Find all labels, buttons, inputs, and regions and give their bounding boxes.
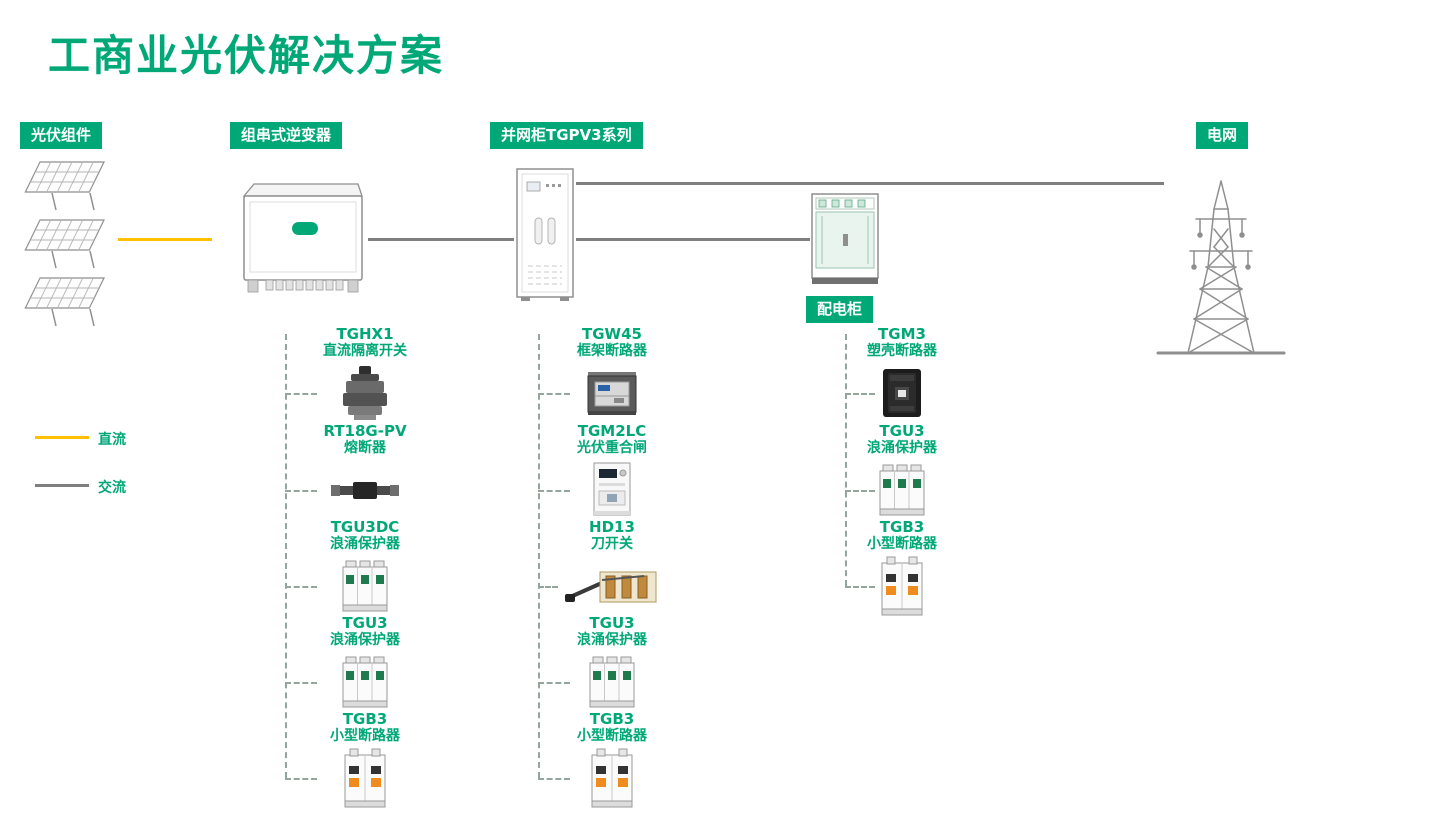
dashed-stub bbox=[538, 778, 570, 780]
dashed-stub bbox=[538, 490, 570, 492]
component-desc: 刀开关 bbox=[591, 536, 633, 552]
badge-power-grid: 电网 bbox=[1196, 122, 1249, 149]
dashed-stub bbox=[285, 393, 317, 395]
component-item-tgb3: TGB3 小型断路器 bbox=[547, 710, 677, 808]
surge-protector-icon bbox=[300, 653, 430, 711]
dashed-stub bbox=[285, 586, 317, 588]
dashed-stub bbox=[845, 586, 875, 588]
ac-line-cabinet-to-grid bbox=[576, 182, 1164, 185]
component-item-tghx1: TGHX1 直流隔离开关 bbox=[300, 326, 430, 422]
component-desc: 小型断路器 bbox=[577, 728, 647, 744]
component-model: TGB3 bbox=[879, 518, 925, 536]
string-inverter-illustration bbox=[238, 178, 368, 302]
component-model: TGU3 bbox=[879, 422, 925, 440]
dashed-connector-column-2 bbox=[538, 334, 540, 778]
component-item-tgb3: TGB3 小型断路器 bbox=[837, 518, 967, 616]
component-model: TGM3 bbox=[878, 325, 926, 343]
component-item-tgm2lc: TGM2LC 光伏重合闸 bbox=[547, 423, 677, 519]
component-item-tgu3: TGU3 浪涌保护器 bbox=[837, 423, 967, 519]
page-title: 工商业光伏解决方案 bbox=[48, 31, 445, 80]
component-model: TGU3 bbox=[589, 614, 635, 632]
component-model: HD13 bbox=[589, 518, 635, 536]
badge-pv-modules: 光伏组件 bbox=[20, 122, 103, 149]
dashed-stub bbox=[285, 682, 317, 684]
legend-ac-label: 交流 bbox=[98, 480, 126, 496]
miniature-circuit-breaker-icon bbox=[837, 556, 967, 616]
miniature-circuit-breaker-icon bbox=[547, 748, 677, 808]
component-desc: 浪涌保护器 bbox=[330, 536, 400, 552]
surge-protector-icon bbox=[547, 653, 677, 711]
component-item-tgu3: TGU3 浪涌保护器 bbox=[300, 615, 430, 711]
component-model: TGW45 bbox=[582, 325, 642, 343]
component-item-tgu3dc: TGU3DC 浪涌保护器 bbox=[300, 519, 430, 615]
legend-dc-line-swatch bbox=[35, 436, 89, 439]
component-desc: 小型断路器 bbox=[330, 728, 400, 744]
dashed-stub bbox=[845, 490, 875, 492]
dc-isolator-switch-icon bbox=[300, 364, 430, 422]
component-desc: 光伏重合闸 bbox=[577, 440, 647, 456]
dashed-stub bbox=[538, 586, 558, 588]
badge-grid-tie-cabinet: 并网柜TGPV3系列 bbox=[490, 122, 643, 149]
component-item-tgu3: TGU3 浪涌保护器 bbox=[547, 615, 677, 711]
dashed-connector-column-1 bbox=[285, 334, 287, 778]
solar-panel-array-illustration bbox=[22, 160, 127, 336]
knife-switch-icon bbox=[547, 557, 677, 615]
component-item-hd13: HD13 刀开关 bbox=[547, 519, 677, 615]
ac-line-cabinet-to-distribution bbox=[576, 238, 810, 241]
dashed-stub bbox=[285, 778, 317, 780]
component-item-tgm3: TGM3 塑壳断路器 bbox=[837, 326, 967, 422]
dashed-stub bbox=[538, 682, 570, 684]
component-desc: 熔断器 bbox=[344, 440, 386, 456]
component-model: TGB3 bbox=[342, 710, 388, 728]
fuse-icon bbox=[300, 461, 430, 519]
dc-line-panels-to-inverter bbox=[118, 238, 212, 241]
component-desc: 小型断路器 bbox=[867, 536, 937, 552]
component-item-rt18g-pv: RT18G-PV 熔断器 bbox=[300, 423, 430, 519]
component-item-tgb3: TGB3 小型断路器 bbox=[300, 710, 430, 808]
component-desc: 浪涌保护器 bbox=[577, 632, 647, 648]
component-model: TGU3DC bbox=[330, 518, 400, 536]
legend-ac-line-swatch bbox=[35, 484, 89, 487]
component-item-tgw45: TGW45 框架断路器 bbox=[547, 326, 677, 422]
grid-tie-cabinet-illustration bbox=[514, 166, 576, 306]
legend-dc-label: 直流 bbox=[98, 432, 126, 448]
miniature-circuit-breaker-icon bbox=[300, 748, 430, 808]
surge-protector-icon bbox=[837, 461, 967, 519]
component-model: TGM2LC bbox=[577, 422, 647, 440]
component-model: TGB3 bbox=[589, 710, 635, 728]
dashed-stub bbox=[845, 393, 875, 395]
component-desc: 框架断路器 bbox=[577, 343, 647, 359]
component-desc: 塑壳断路器 bbox=[867, 343, 937, 359]
dashed-stub bbox=[538, 393, 570, 395]
component-desc: 浪涌保护器 bbox=[867, 440, 937, 456]
dashed-stub bbox=[285, 490, 317, 492]
dashed-connector-column-3 bbox=[845, 334, 847, 586]
distribution-cabinet-illustration bbox=[810, 192, 880, 290]
ac-line-inverter-to-cabinet bbox=[368, 238, 514, 241]
component-desc: 直流隔离开关 bbox=[323, 343, 407, 359]
badge-distribution-cabinet: 配电柜 bbox=[806, 296, 874, 323]
air-frame-breaker-icon bbox=[547, 364, 677, 422]
component-desc: 浪涌保护器 bbox=[330, 632, 400, 648]
molded-case-circuit-breaker-icon bbox=[837, 364, 967, 422]
badge-string-inverter: 组串式逆变器 bbox=[230, 122, 343, 149]
transmission-tower-illustration bbox=[1156, 167, 1286, 361]
component-model: RT18G-PV bbox=[323, 422, 407, 440]
surge-protector-icon bbox=[300, 557, 430, 615]
component-model: TGU3 bbox=[342, 614, 388, 632]
pv-recloser-icon bbox=[547, 461, 677, 519]
component-model: TGHX1 bbox=[336, 325, 394, 343]
